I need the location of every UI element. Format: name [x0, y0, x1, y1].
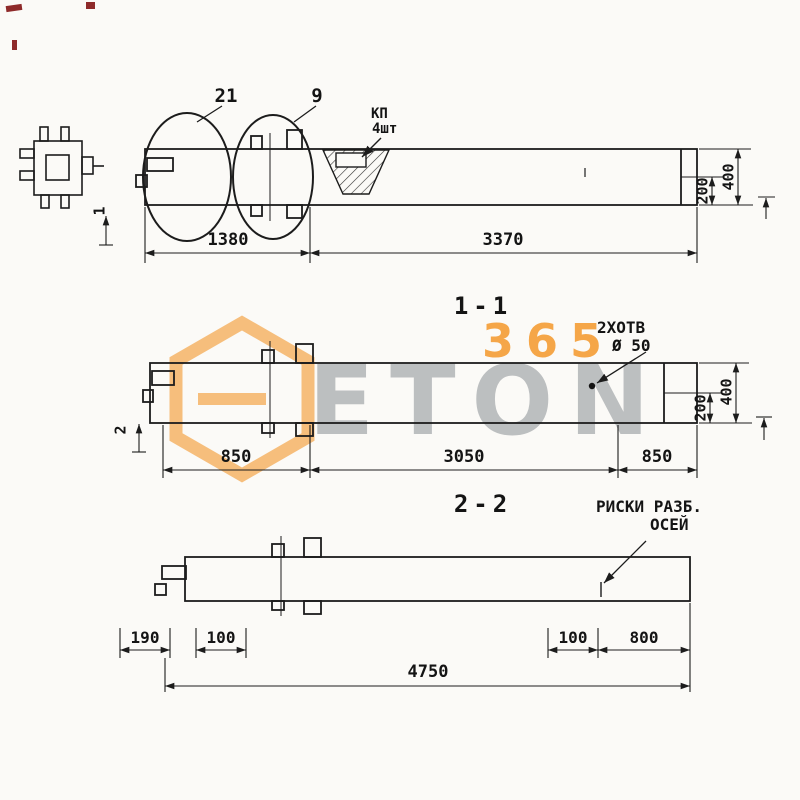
view2-section-mark: 2 — [111, 425, 130, 435]
scan-artifact — [12, 40, 17, 50]
view2-dim-3050: 3050 — [443, 447, 485, 467]
hole-callout-leader — [596, 351, 647, 384]
section-title-2-2: 2-2 — [453, 490, 513, 518]
view1-section-mark: 1 — [90, 206, 109, 216]
view2-dim-850-left: 850 — [220, 447, 252, 467]
view2-beam — [142, 341, 722, 438]
balloon-21-oval — [142, 112, 232, 242]
view3-dim-100-right: 100 — [558, 628, 588, 647]
view1-dimensions — [99, 148, 775, 263]
balloon-label-21: 21 — [214, 85, 238, 107]
risk-note-line2: ОСЕЙ — [650, 515, 689, 534]
view1-dim-1380: 1380 — [207, 230, 249, 250]
view3-beam — [154, 536, 691, 616]
risk-note-leader — [603, 540, 647, 584]
view2-dim-200: 200 — [691, 394, 710, 422]
view3-dim-overall-4750: 4750 — [407, 662, 449, 682]
view2-dim-850-right: 850 — [641, 447, 673, 467]
hole-callout-line2: Ø 50 — [612, 336, 651, 355]
note-leader — [361, 137, 382, 158]
end-view-outer-square — [33, 140, 83, 196]
end-view — [19, 126, 104, 209]
view1-dim-200: 200 — [693, 177, 712, 205]
beam-body — [184, 556, 691, 602]
view3-dimensions — [119, 603, 691, 692]
end-view-inner-square — [45, 154, 70, 181]
balloon-9-oval — [232, 114, 314, 240]
view3-dim-190: 190 — [130, 628, 160, 647]
risk-note-line1: РИСКИ РАЗБ. — [596, 497, 702, 516]
balloon-9-leader — [293, 105, 317, 123]
loop-note-line2: 4шт — [372, 121, 398, 137]
hole-callout-line1: 2ХОТВ — [597, 318, 646, 337]
balloon-label-9: 9 — [311, 85, 323, 107]
hole-mark — [588, 382, 596, 390]
view3-dim-800: 800 — [629, 628, 659, 647]
view2-dimensions — [132, 362, 772, 478]
view1-hatched-joint-detail — [321, 137, 391, 195]
beam-body — [144, 148, 698, 206]
view3-dim-100-left: 100 — [206, 628, 236, 647]
balloon-21-leader — [196, 105, 223, 123]
view1-detail-balloons — [142, 105, 317, 242]
view2-dim-400: 400 — [717, 378, 736, 406]
view1-dim-400: 400 — [719, 163, 738, 191]
loop-note-line1: КП — [371, 106, 388, 122]
section-title-1-1: 1-1 — [453, 292, 513, 320]
scan-artifact — [86, 2, 95, 9]
view1-dim-3370: 3370 — [482, 230, 524, 250]
lifting-loop — [335, 152, 367, 168]
view1-beam — [135, 129, 724, 221]
